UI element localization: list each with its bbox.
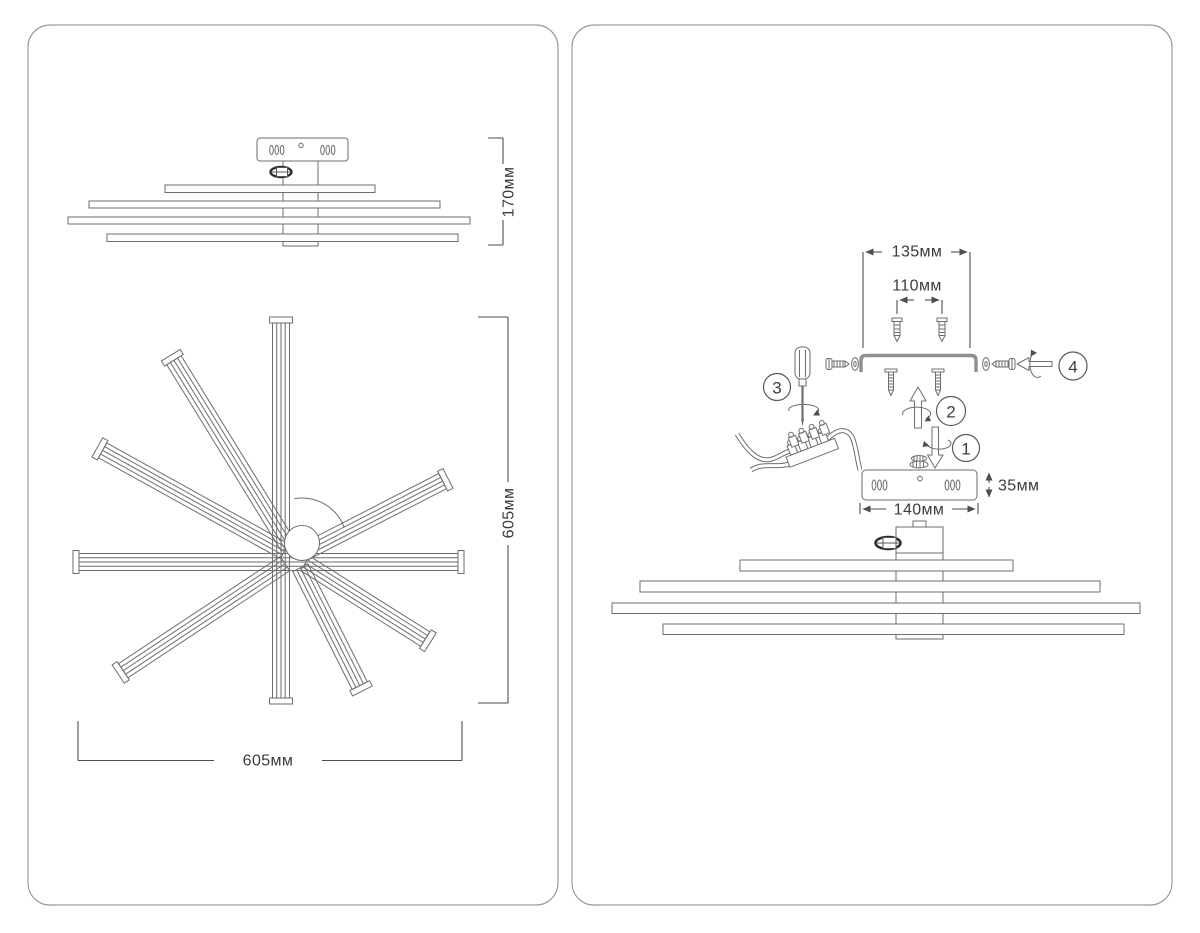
lamp-bar: [739, 559, 1014, 572]
lamp-bar: [639, 580, 1101, 593]
mounting-bracket: [859, 353, 978, 372]
step-1-badge: 1: [951, 433, 981, 463]
canopy-vents-icon: [871, 475, 961, 491]
step-1-arrow-icon: [922, 426, 952, 469]
dim-label: 110мм: [892, 278, 942, 295]
lamp-arm: [299, 555, 437, 653]
svg-text:3: 3: [772, 379, 781, 398]
fixture-assembled-view: [611, 520, 1141, 640]
washer-icon: [982, 357, 990, 371]
svg-text:1: 1: [961, 440, 970, 459]
lamp-bar: [611, 602, 1141, 614]
dim-bracket-span: 135мм: [862, 244, 971, 348]
dowel-icon: [936, 317, 948, 343]
step-2-arrow-icon: [902, 386, 932, 429]
lamp-bar: [67, 216, 471, 225]
dim-height-605: 605мм: [478, 316, 518, 704]
step-4-arrow-icon: [1016, 349, 1053, 378]
screw-icon: [931, 368, 945, 397]
lamp-bar-vertical: [269, 316, 293, 705]
step-4-badge: 4: [1058, 351, 1088, 381]
screw-icon: [825, 358, 850, 370]
screw-icon: [991, 358, 1016, 370]
dim-label: 170мм: [501, 167, 518, 218]
cable-lock-icon: [874, 535, 902, 551]
dim-label: 605мм: [501, 488, 518, 539]
fixture-top-view: [72, 316, 465, 705]
terminal-block-icon: [785, 419, 840, 468]
lamp-arm: [91, 437, 290, 560]
cable-lock-icon: [269, 165, 293, 179]
center-hub: [284, 525, 320, 561]
washer-icon: [851, 357, 859, 371]
dim-label: 35мм: [998, 478, 1039, 495]
dim-hole-spacing: 110мм: [892, 278, 943, 314]
screwdriver-icon: [788, 346, 820, 427]
lamp-bar-horizontal: [72, 550, 465, 574]
step-2-badge: 2: [935, 395, 967, 427]
lock-nut-icon: [909, 455, 929, 469]
screw-icon: [884, 368, 898, 397]
fixture-side-view: [67, 137, 471, 247]
dim-height-170: 170мм: [488, 137, 518, 246]
rotation-range-arc: [294, 497, 345, 528]
dowel-icon: [891, 317, 903, 343]
dim-canopy-width: 140мм: [859, 502, 979, 519]
canopy-view: [861, 469, 978, 501]
lamp-bar: [106, 233, 459, 242]
right-panel-card: [571, 24, 1173, 906]
step-3-badge: 3: [762, 372, 792, 402]
lamp-bar: [164, 184, 376, 193]
left-panel-card: [27, 24, 559, 906]
svg-text:4: 4: [1068, 358, 1077, 377]
dim-label: 140мм: [894, 502, 945, 519]
canopy-vents-icon: [269, 142, 336, 156]
lamp-arm: [292, 563, 373, 697]
lamp-arm: [160, 348, 297, 552]
svg-text:2: 2: [946, 403, 955, 422]
dim-width-605: 605мм: [77, 721, 463, 770]
lamp-bar: [88, 200, 441, 209]
dim-label: 135мм: [892, 244, 943, 261]
dim-label: 605мм: [243, 753, 294, 770]
lamp-bar: [662, 623, 1125, 635]
dim-canopy-height: 35мм: [985, 472, 1039, 498]
